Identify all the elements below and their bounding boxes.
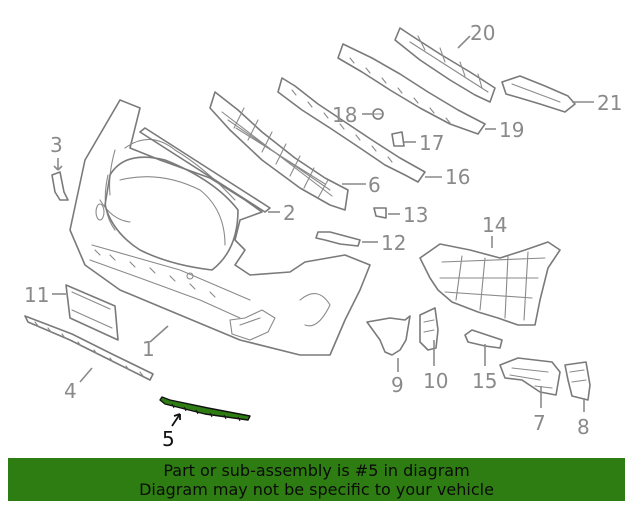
banner-line-2: Diagram may not be specific to your vehi…: [139, 479, 494, 499]
callout-18: 18: [332, 103, 357, 127]
impact-bar-part-19[interactable]: [337, 43, 486, 135]
reinforcement-bar-part-16[interactable]: [277, 77, 426, 183]
trim-strip-part[interactable]: [139, 127, 271, 213]
callout-14: 14: [482, 213, 507, 237]
bracket-part-21[interactable]: [501, 75, 576, 113]
license-plate-bracket-part[interactable]: [65, 284, 119, 341]
callout-10: 10: [423, 369, 448, 393]
callout-4: 4: [64, 379, 77, 403]
callout-16: 16: [445, 165, 470, 189]
callout-20: 20: [470, 21, 495, 45]
clip-part-13[interactable]: [373, 207, 387, 219]
clip-part-3[interactable]: [51, 171, 69, 201]
clip-part-17[interactable]: [391, 131, 405, 147]
callout-3: 3: [50, 133, 63, 157]
info-banner: Part or sub-assembly is #5 in diagram Di…: [8, 458, 625, 501]
callout-21: 21: [597, 91, 622, 115]
bracket-part-9[interactable]: [366, 315, 411, 356]
fastener-part-18[interactable]: [372, 108, 384, 120]
bracket-part-10[interactable]: [419, 307, 439, 351]
bracket-part-7[interactable]: [499, 357, 561, 396]
bumper-cover-part[interactable]: [69, 99, 371, 356]
callout-1: 1: [142, 337, 155, 361]
upper-support-part-20[interactable]: [394, 27, 496, 103]
mesh-grille-part[interactable]: [209, 91, 349, 211]
bracket-part-15[interactable]: [464, 329, 503, 349]
bracket-part-12[interactable]: [315, 231, 361, 247]
callout-leaders: [52, 35, 594, 427]
banner-line-1: Part or sub-assembly is #5 in diagram: [163, 460, 470, 480]
lower-spoiler-part[interactable]: [24, 315, 154, 381]
bracket-part-8[interactable]: [564, 361, 591, 401]
callout-11: 11: [24, 283, 49, 307]
callout-12: 12: [381, 231, 406, 255]
callout-9: 9: [391, 373, 404, 397]
callout-15: 15: [472, 369, 497, 393]
grille-outline: [104, 156, 239, 271]
parts-diagram: 1 2 3 4 5 6 7 8 9 10 11 12 13 14 15 16 1…: [24, 21, 622, 451]
callout-2: 2: [283, 201, 296, 225]
callout-8: 8: [577, 415, 590, 439]
callout-5: 5: [162, 427, 175, 451]
callout-13: 13: [403, 203, 428, 227]
callout-7: 7: [533, 411, 546, 435]
highlighted-lower-trim-part[interactable]: [159, 396, 251, 422]
callout-17: 17: [419, 131, 444, 155]
side-bracket-part[interactable]: [419, 241, 561, 326]
callout-19: 19: [499, 118, 524, 142]
callout-6: 6: [368, 173, 381, 197]
